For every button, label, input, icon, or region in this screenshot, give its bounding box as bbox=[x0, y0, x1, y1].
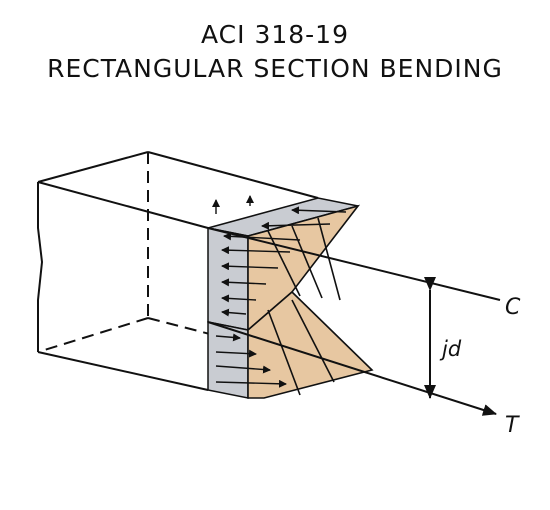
tension-arrows bbox=[215, 333, 287, 388]
stress-arrow bbox=[215, 349, 257, 358]
compression-label: C bbox=[505, 295, 521, 320]
strain-wedge bbox=[247, 204, 374, 399]
wedge-fold-line-5 bbox=[291, 299, 335, 383]
beam-outline bbox=[37, 151, 319, 391]
resultant-forces bbox=[207, 227, 501, 416]
stress-arrow bbox=[215, 379, 287, 388]
stress-arrow bbox=[221, 294, 257, 303]
beam-top-back-edge bbox=[147, 151, 319, 199]
stress-arrow bbox=[215, 333, 241, 342]
title-line-1: ACI 318-19 bbox=[201, 20, 349, 49]
compression-resultant-line bbox=[207, 227, 501, 301]
stress-arrow bbox=[215, 365, 271, 374]
title-block: ACI 318-19 RECTANGULAR SECTION BENDING bbox=[0, 18, 550, 86]
hidden-bottom-left-edge bbox=[37, 317, 149, 353]
beam-top-left-edge bbox=[37, 151, 149, 183]
beam-bottom-edge bbox=[37, 351, 209, 391]
stress-arrow bbox=[221, 262, 279, 271]
wedge-fold-line-2 bbox=[291, 225, 323, 299]
stress-arrow bbox=[221, 278, 267, 287]
stress-arrow bbox=[261, 221, 331, 230]
beam-left-edge bbox=[37, 182, 44, 352]
wedge-fold-line-4 bbox=[267, 309, 301, 396]
wedge-lower-panel bbox=[247, 290, 374, 399]
stress-arrow bbox=[221, 246, 291, 255]
tension-resultant-line bbox=[207, 321, 497, 416]
wedge-fold-line-1 bbox=[267, 230, 301, 297]
compression-arrows bbox=[212, 195, 347, 317]
tension-label: T bbox=[505, 413, 520, 438]
compression-front-face bbox=[207, 227, 249, 331]
stress-arrow bbox=[223, 232, 301, 241]
wedge-fold-line-3 bbox=[317, 217, 341, 301]
lever-arm-label: jd bbox=[439, 337, 462, 361]
beam-top-front-edge bbox=[37, 181, 209, 229]
stress-arrow bbox=[221, 308, 247, 317]
stress-arrow bbox=[291, 206, 347, 215]
title-line-2: RECTANGULAR SECTION BENDING bbox=[47, 54, 503, 83]
